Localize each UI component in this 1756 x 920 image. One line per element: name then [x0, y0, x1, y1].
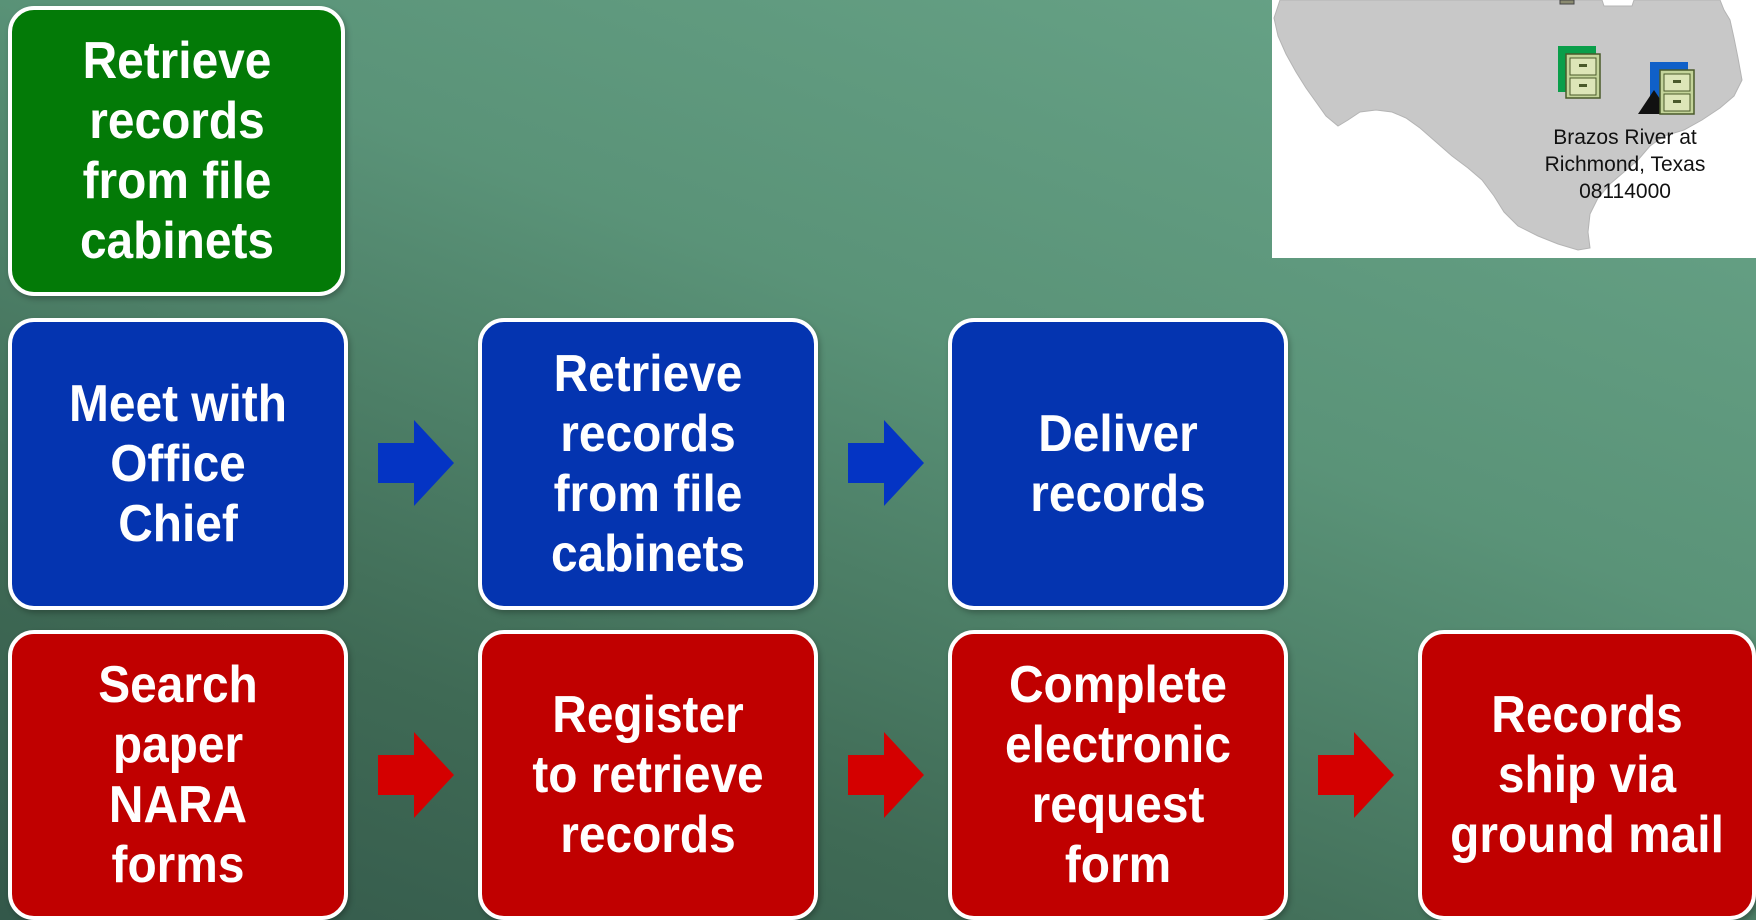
gauge-station-label-line2: Richmond, Texas [1544, 153, 1706, 176]
blue-step-2: Retrieve records from file cabinets [478, 318, 818, 610]
gauge-station-label: Brazos River at Richmond, Texas 08114000 [1530, 124, 1720, 205]
blue-step-1: Meet with Office Chief [8, 318, 348, 610]
texas-map-icon [1273, 0, 1743, 251]
blue-step-1-label: Meet with Office Chief [69, 375, 287, 553]
red-step-2: Register to retrieve records [478, 630, 818, 920]
red-step-4-label: Records ship via ground mail [1450, 686, 1724, 864]
red-arrow-3-icon [1318, 732, 1394, 818]
gauge-station-label-line1: Brazos River at [1553, 126, 1697, 149]
gauge-station-label-line3: 08114000 [1579, 180, 1671, 203]
red-arrow-1-icon [378, 732, 454, 818]
red-step-3: Complete electronic request form [948, 630, 1288, 920]
blue-step-3: Deliver records [948, 318, 1288, 610]
red-arrow-2-icon [848, 732, 924, 818]
blue-arrow-2-icon [848, 420, 924, 506]
red-step-1-label: Search paper NARA forms [98, 656, 258, 894]
red-step-1: Search paper NARA forms [8, 630, 348, 920]
blue-step-3-label: Deliver records [1030, 405, 1206, 523]
red-step-4: Records ship via ground mail [1418, 630, 1756, 920]
red-step-3-label: Complete electronic request form [1004, 656, 1232, 894]
green-step-1: Retrieve records from file cabinets [8, 6, 345, 296]
map-panel: Brazos River at Richmond, Texas 08114000 [1272, 0, 1756, 258]
red-step-2-label: Register to retrieve records [532, 686, 764, 864]
green-step-1-label: Retrieve records from file cabinets [79, 32, 274, 270]
blue-step-2-label: Retrieve records from file cabinets [550, 345, 746, 583]
file-cabinet-icon [1559, 0, 1575, 5]
blue-arrow-1-icon [378, 420, 454, 506]
